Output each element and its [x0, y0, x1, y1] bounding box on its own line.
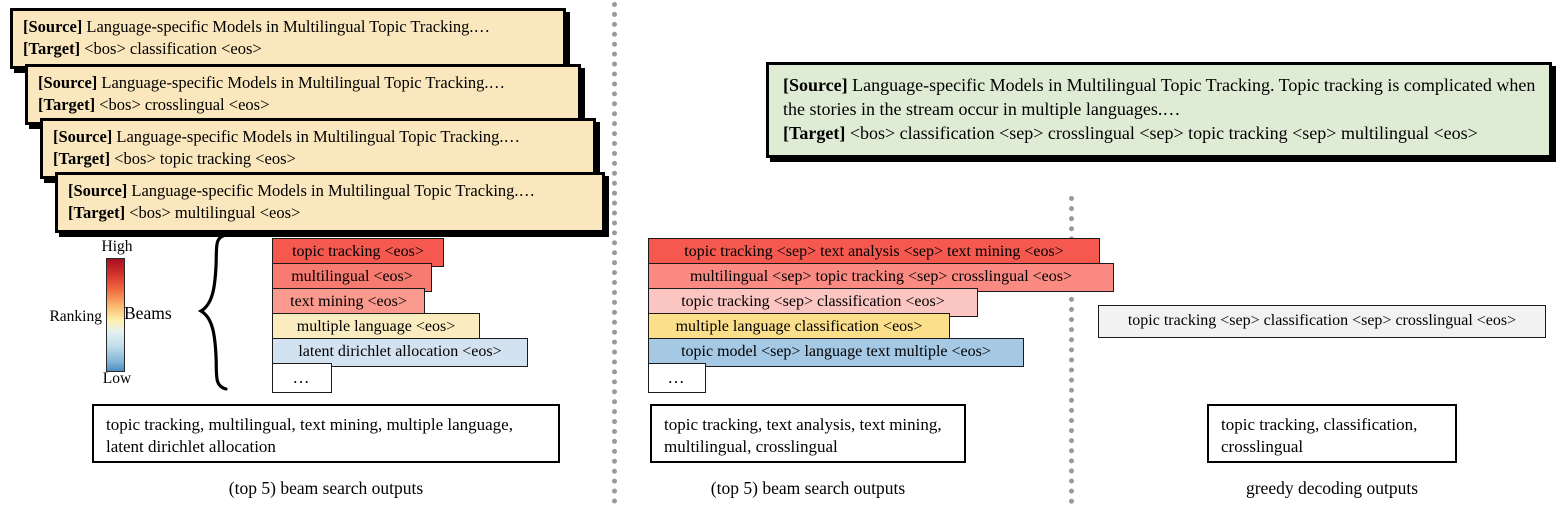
legend-high-label: High	[101, 238, 133, 255]
beam-bar: topic model <sep> language text multiple…	[648, 338, 1024, 367]
caption-right: greedy decoding outputs	[1245, 478, 1419, 498]
beam-bar-ellipsis: …	[648, 363, 706, 393]
greedy-output-box: topic tracking <sep> classification <sep…	[1098, 305, 1546, 338]
target-line: [Target] <bos> classification <eos>	[23, 38, 553, 60]
source-line: [Source] Language-specific Models in Mul…	[23, 16, 553, 38]
target-line: [Target] <bos> crosslingual <eos>	[38, 94, 568, 116]
source-tag: [Source]	[783, 75, 848, 95]
target-text: <bos> classification <sep> crosslingual …	[845, 123, 1478, 144]
source-text: Language-specific Models in Multilingual…	[112, 127, 521, 146]
legend-title: Ranking	[49, 308, 102, 325]
beam-bar-ellipsis: …	[272, 363, 332, 393]
target-tag: [Target]	[68, 202, 126, 222]
target-line: [Target] <bos> classification <sep> cros…	[783, 121, 1537, 145]
target-tag: [Target]	[53, 148, 111, 168]
ranking-colorbar	[106, 258, 125, 372]
beam-bar: topic tracking <sep> classification <eos…	[648, 288, 978, 317]
source-tag: [Source]	[38, 73, 98, 92]
caption-middle: (top 5) beam search outputs	[710, 478, 906, 498]
target-tag: [Target]	[38, 94, 96, 114]
beam-bar: latent dirichlet allocation <eos>	[272, 338, 528, 367]
column-separator-right	[1069, 196, 1074, 504]
source-text: Language-specific Models in Multilingual…	[97, 73, 506, 92]
source-text: Language-specific Models in Multilingual…	[82, 17, 491, 36]
target-line: [Target] <bos> multilingual <eos>	[68, 202, 592, 224]
legend-low-label: Low	[102, 370, 132, 387]
summary-box-right: topic tracking, classification, crosslin…	[1207, 404, 1457, 463]
target-text: <bos> classification <eos>	[80, 38, 262, 58]
combined-source-target-card: [Source] Language-specific Models in Mul…	[766, 62, 1552, 159]
source-target-card: [Source] Language-specific Models in Mul…	[10, 8, 566, 69]
target-text: <bos> multilingual <eos>	[125, 202, 301, 222]
target-tag: [Target]	[23, 38, 81, 58]
source-target-card: [Source] Language-specific Models in Mul…	[55, 172, 605, 233]
summary-box-middle: topic tracking, text analysis, text mini…	[650, 404, 966, 463]
source-line: [Source] Language-specific Models in Mul…	[68, 180, 592, 202]
target-text: <bos> crosslingual <eos>	[95, 94, 270, 114]
ranking-legend: High Low Ranking	[20, 238, 190, 390]
beams-brace-icon	[197, 233, 228, 391]
source-tag: [Source]	[68, 181, 128, 200]
beam-bar: multilingual <sep> topic tracking <sep> …	[648, 263, 1114, 292]
column-separator-left	[612, 2, 617, 504]
source-tag: [Source]	[23, 17, 83, 36]
source-text: Language-specific Models in Multilingual…	[127, 181, 536, 200]
beam-bar: topic tracking <eos>	[272, 238, 444, 267]
target-text: <bos> topic tracking <eos>	[110, 148, 296, 168]
beams-label: Beams	[124, 303, 172, 323]
caption-left: (top 5) beam search outputs	[228, 478, 424, 498]
beam-bar: text mining <eos>	[272, 288, 425, 317]
source-target-card: [Source] Language-specific Models in Mul…	[40, 118, 596, 179]
source-tag: [Source]	[53, 127, 113, 146]
source-line: [Source] Language-specific Models in Mul…	[783, 73, 1537, 121]
source-text: Language-specific Models in Multilingual…	[783, 75, 1536, 120]
beam-bar: topic tracking <sep> text analysis <sep>…	[648, 238, 1100, 267]
target-tag: [Target]	[783, 123, 846, 144]
target-line: [Target] <bos> topic tracking <eos>	[53, 148, 583, 170]
source-target-card: [Source] Language-specific Models in Mul…	[25, 64, 581, 125]
source-line: [Source] Language-specific Models in Mul…	[53, 126, 583, 148]
source-line: [Source] Language-specific Models in Mul…	[38, 72, 568, 94]
summary-box-left: topic tracking, multilingual, text minin…	[92, 404, 560, 463]
